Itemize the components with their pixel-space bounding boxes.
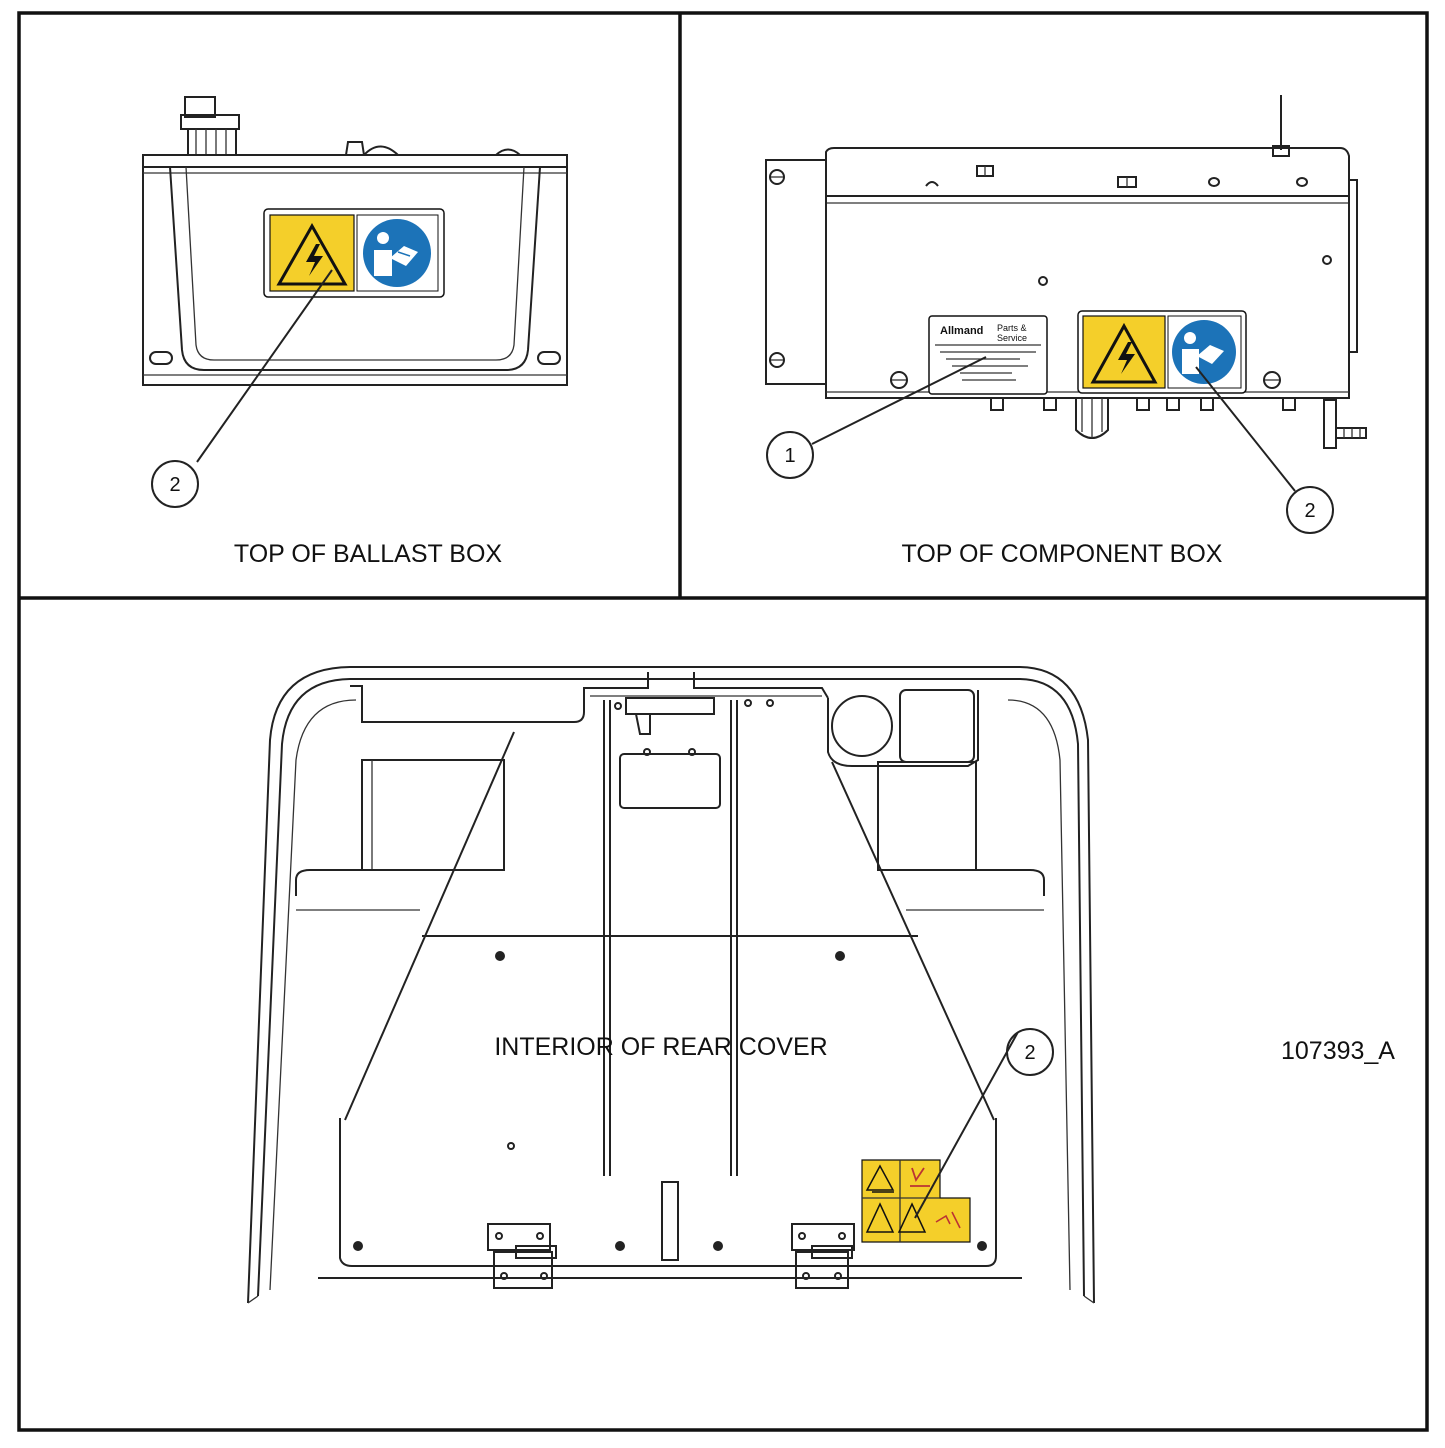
ballast-callout-circle [151,460,199,508]
ballast-callout-number: 2 [169,474,180,496]
component-leader-line-2 [1195,366,1296,492]
component-box-drawing [765,95,1367,449]
ballast-warning-decal [263,208,445,298]
rear-cover-caption: INTERIOR OF REAR COVER [494,1033,827,1061]
outer-frame [17,11,1429,1432]
ballast-box-drawing [142,96,568,386]
hazard-warning-icon [865,1202,927,1233]
rear-cover-callout-circle [1006,1028,1054,1076]
component-caption: TOP OF COMPONENT BOX [902,540,1223,568]
electric-shock-warning-icon [276,222,348,286]
ballast-caption: TOP OF BALLAST BOX [234,540,502,568]
component-callout-2: 2 [1195,366,1334,534]
electric-shock-warning-icon [1090,322,1158,384]
panel-ballast-box: 2 TOP OF BALLAST BOX [142,96,568,568]
read-manual-icon [1172,320,1236,384]
service-decal-brand: Allmand [940,325,983,337]
service-decal-title-1: Parts & [997,323,1027,333]
ballast-leader-line [196,269,333,463]
rear-cover-callout: 2 [914,1028,1054,1219]
rear-cover-leader-line [914,1031,1019,1219]
service-decal-title-2: Service [997,333,1027,343]
hazard-warning-icon [865,1164,895,1193]
ballast-callout: 2 [151,269,333,508]
component-callout-circle-2 [1286,486,1334,534]
read-manual-icon [363,219,431,287]
rear-cover-drawing [247,666,1095,1304]
component-leader-line-1 [811,356,987,445]
component-callout-1: 1 [766,356,987,479]
panel-rear-cover: 2 INTERIOR OF REAR COVER [247,666,1095,1304]
rear-cover-callout-number: 2 [1024,1042,1035,1064]
component-callout-circle-1 [766,431,814,479]
service-decal: Allmand Parts & Service [928,315,1048,395]
drawing-number: 107393_A [1281,1037,1395,1065]
component-callout-number-2: 2 [1304,500,1315,522]
panel-component-box: Allmand Parts & Service [765,95,1367,568]
component-callout-number-1: 1 [784,445,795,467]
component-warning-decal [1077,310,1247,394]
rear-cover-hazard-decal [861,1159,971,1243]
